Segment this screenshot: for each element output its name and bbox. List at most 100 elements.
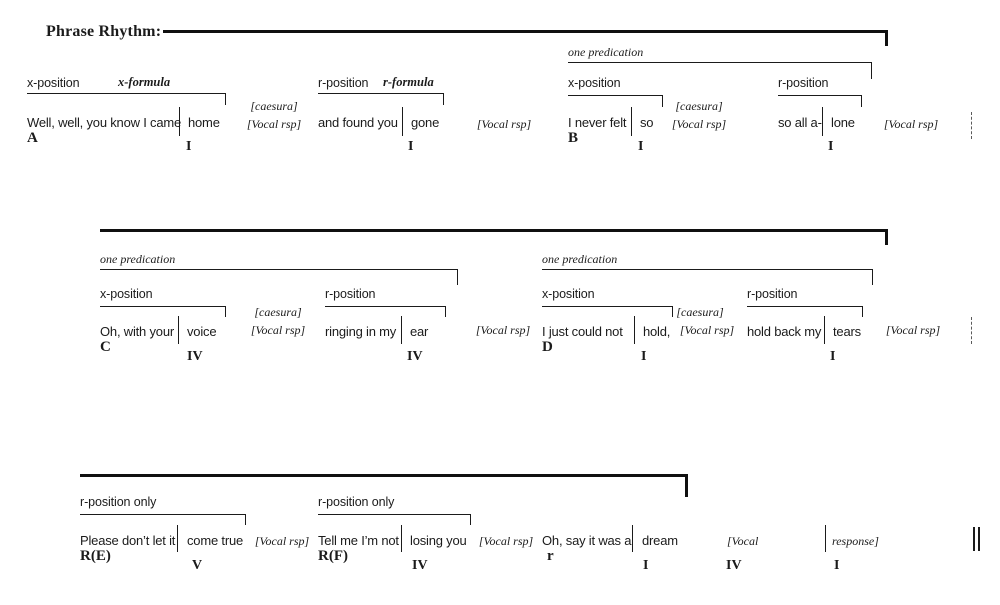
divider-bar-d2 [824, 316, 826, 344]
r-position-only-label-e: r-position only [80, 495, 157, 509]
numeral-vocal: IV [726, 558, 742, 573]
one-predication-line-c [100, 269, 458, 285]
vocal-rsp-e: [Vocal rsp] [254, 534, 310, 548]
caesura-label-c: [caesura] [254, 305, 302, 319]
x-formula-label-a: x-formula [118, 75, 171, 89]
divider-bar-b2 [822, 107, 824, 136]
divider-bar-response [825, 525, 827, 552]
section-letter-e: R(E) [80, 548, 111, 564]
r-position-label-b2: r-position [778, 76, 829, 90]
caesura-label-b: [caesura] [675, 99, 723, 113]
lyric-c2-post: ear [410, 324, 429, 339]
final-double-bar-right [978, 527, 980, 551]
r-position-label-d2: r-position [747, 287, 798, 301]
phrase-bracket-a2 [318, 93, 444, 105]
phrase-bracket-d [542, 306, 673, 317]
r-position-label-c2: r-position [325, 287, 376, 301]
vocal-rsp-a: [Vocal rsp] [246, 117, 302, 131]
one-predication-line-b [568, 62, 872, 79]
phrase-bracket-e [80, 514, 246, 525]
section-letter-f: R(F) [318, 548, 348, 564]
lyric-e-post: come true [187, 533, 244, 548]
lyric-g-pre: Oh, say it was a [542, 533, 632, 548]
lyric-f-post: losing you [410, 533, 467, 548]
numeral-g: I [643, 558, 649, 573]
vocal-open-label: [Vocal [727, 534, 759, 548]
section-letter-g: r [547, 548, 554, 564]
section-letter-a: A [27, 130, 38, 146]
lyric-a2-pre: and found you [318, 115, 398, 130]
section-letter-b: B [568, 130, 579, 146]
lyric-c-pre: Oh, with your [100, 324, 174, 339]
divider-bar-f [401, 525, 403, 552]
lyric-b-post: so [640, 115, 654, 130]
x-position-label-a: x-position [27, 76, 80, 90]
divider-bar-c [178, 316, 180, 344]
divider-bar-c2 [401, 316, 403, 344]
phrase-bracket-f [318, 514, 471, 525]
one-predication-line-d [542, 269, 873, 285]
lyric-d2-pre: hold back my [747, 324, 822, 339]
one-predication-label-d: one predication [542, 252, 618, 266]
vocal-rsp-d: [Vocal rsp] [679, 323, 735, 337]
vocal-rsp-c: [Vocal rsp] [250, 323, 306, 337]
numeral-a2: I [408, 139, 414, 154]
phrase-bracket-c2 [325, 306, 446, 317]
lyric-c2-pre: ringing in my [325, 324, 397, 339]
x-position-label-d: x-position [542, 287, 595, 301]
continuation-dash-row2 [971, 317, 972, 344]
r-position-label-a2: r-position [318, 76, 369, 90]
lyric-b2-post: lone [831, 115, 855, 130]
divider-bar-d [634, 316, 636, 344]
numeral-f: IV [412, 558, 428, 573]
r-formula-label-a2: r-formula [383, 75, 434, 89]
lyric-c-post: voice [187, 324, 217, 339]
lyric-d-pre: I just could not [542, 324, 623, 339]
one-predication-label-c: one predication [100, 252, 176, 266]
numeral-c: IV [187, 349, 203, 364]
phrase-bracket-c [100, 306, 226, 317]
divider-bar-b [631, 107, 633, 136]
diagram-title: Phrase Rhythm: [46, 23, 162, 40]
lyric-g-post: dream [642, 533, 678, 548]
phrase-arc-row3 [80, 474, 688, 497]
numeral-d2: I [830, 349, 836, 364]
final-double-bar-left [973, 527, 975, 551]
lyric-b-pre: I never felt [568, 115, 627, 130]
divider-bar-g [632, 525, 634, 552]
x-position-label-c: x-position [100, 287, 153, 301]
phrase-arc-row1 [163, 30, 888, 46]
numeral-b: I [638, 139, 644, 154]
section-letter-d: D [542, 339, 553, 355]
vocal-rsp-c2: [Vocal rsp] [475, 323, 531, 337]
one-predication-label-b: one predication [568, 45, 644, 59]
vocal-rsp-b: [Vocal rsp] [671, 117, 727, 131]
lyric-a2-post: gone [411, 115, 440, 130]
r-position-only-label-f: r-position only [318, 495, 395, 509]
lyric-f-pre: Tell me I’m not [318, 533, 399, 548]
numeral-e: V [192, 558, 203, 573]
vocal-rsp-a2: [Vocal rsp] [476, 117, 532, 131]
lyric-b2-pre: so all a- [778, 115, 822, 130]
lyric-a-post: home [188, 115, 220, 130]
x-position-label-b: x-position [568, 76, 621, 90]
lyric-a-pre: Well, well, you know I came [27, 115, 182, 130]
divider-bar-e [177, 525, 179, 552]
numeral-d: I [641, 349, 647, 364]
phrase-bracket-d2 [747, 306, 863, 317]
continuation-dash-row1 [971, 112, 972, 139]
phrase-bracket-a [27, 93, 226, 105]
numeral-c2: IV [407, 349, 423, 364]
caesura-label-d: [caesura] [676, 305, 724, 319]
vocal-rsp-d2: [Vocal rsp] [885, 323, 941, 337]
numeral-response: I [834, 558, 840, 573]
divider-bar-a2 [402, 107, 404, 136]
phrase-arc-row2 [100, 229, 888, 245]
lyric-d-post: hold, [643, 324, 671, 339]
vocal-rsp-f: [Vocal rsp] [478, 534, 534, 548]
phrase-bracket-b [568, 95, 663, 107]
divider-bar-a [179, 107, 181, 136]
section-letter-c: C [100, 339, 111, 355]
phrase-bracket-b2 [778, 95, 862, 107]
